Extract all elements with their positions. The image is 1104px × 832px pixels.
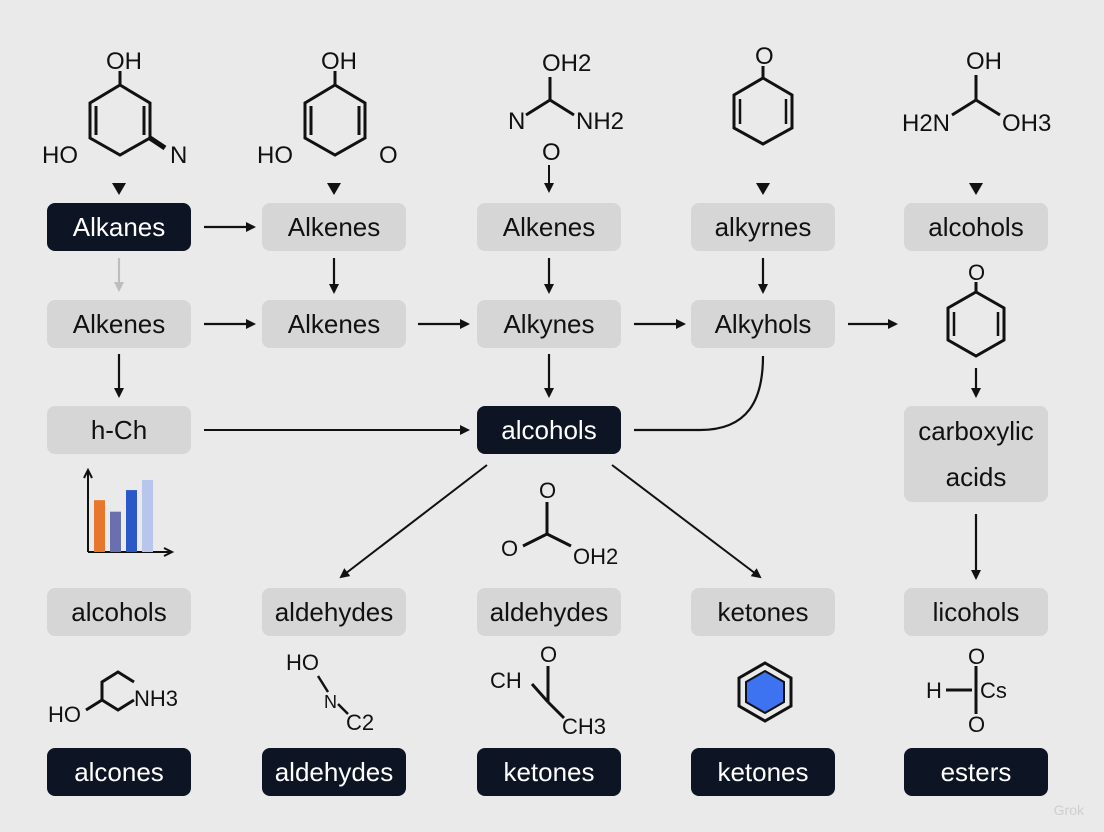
m10-ch-label: CH [490,668,522,693]
node-licohols: licohols [904,588,1048,636]
chart-bar-3 [126,490,137,552]
node-ketones-r5c4: ketones [691,748,835,796]
m10-o-label: O [540,642,557,667]
m4-o-label: O [755,43,774,70]
m12-cs-label: Cs [980,678,1007,703]
node-alkanes: Alkanes [47,203,191,251]
node-alkenes-r2c1: Alkenes [47,300,191,348]
bar-chart-icon [83,468,175,557]
hexagon-icon [737,661,793,723]
m1-oh-label: OH [106,48,142,75]
node-alkyhols: Alkyhols [691,300,835,348]
chart-bar-2 [110,511,121,552]
node-aldehydes-r5c2: aldehydes [262,748,406,796]
molecule-4: O [732,43,794,146]
m5-oh3-label: OH3 [1002,110,1051,137]
m8-nh3-label: NH3 [134,686,178,711]
node-carboxylic-acids: carboxylic acids [904,406,1048,502]
molecule-12: H O Cs O [926,644,1007,737]
node-alcohols-r1c5: alcohols [904,203,1048,251]
molecule-7: O O OH2 [501,478,618,569]
m9-c2-label: C2 [346,710,374,735]
node-alcohols-center: alcohols [477,406,621,454]
arrow-down-m1 [112,183,126,195]
arrow-alkyhols-curve [634,355,765,432]
molecule-5: OH H2N OH3 [902,48,1051,137]
m9-n-label: N [324,692,337,712]
m7-o2-label: O [501,536,518,561]
arrow-alcohols-ketones [611,464,762,579]
molecule-8: HO NH3 [48,670,178,727]
chart-bars [94,480,153,552]
molecule-2: OH HO O [257,48,398,169]
m7-oh2-label: OH2 [573,544,618,569]
m10-ch3-label: CH3 [562,714,606,739]
node-aldehydes-r4c3: aldehydes [477,588,621,636]
molecule-1: OH HO N [42,48,187,169]
m1-n-label: N [170,142,187,169]
m12-h-label: H [926,678,942,703]
m8-ho-label: HO [48,702,81,727]
node-alcones: alcones [47,748,191,796]
node-alkenes-r1c3: Alkenes [477,203,621,251]
node-alkynes: Alkynes [477,300,621,348]
node-esters: esters [904,748,1048,796]
m6-o-label: O [968,260,985,285]
node-alcohols-r4c1: alcohols [47,588,191,636]
m2-oh-label: OH [321,48,357,75]
node-alkenes-r2c2: Alkenes [262,300,406,348]
molecule-9: HO N C2 [286,650,374,735]
node-aldehydes-r4c2: aldehydes [262,588,406,636]
molecule-6: O [946,260,1006,358]
m2-ho-label: HO [257,142,293,169]
node-hch: h-Ch [47,406,191,454]
m12-o-label: O [968,644,985,669]
molecule-10: O CH CH3 [490,642,606,739]
m3-n-label: N [508,108,525,135]
carboxylic-line2: acids [945,462,1007,492]
node-alkenes-r1c2: Alkenes [262,203,406,251]
chart-bar-1 [94,500,105,552]
m5-oh-label: OH [966,48,1002,75]
m5-h2n-label: H2N [902,110,950,137]
m9-ho-label: HO [286,650,319,675]
m7-o-label: O [539,478,556,503]
node-ketones-r5c3: ketones [477,748,621,796]
node-ketones-r4c4: ketones [691,588,835,636]
m3-oh2-label: OH2 [542,50,591,77]
carboxylic-line1: carboxylic [918,416,1034,446]
node-alkyrnes: alkyrnes [691,203,835,251]
arrow-down-m5 [969,183,983,195]
m3-o-label: O [542,139,561,165]
m12-o2-label: O [968,712,985,737]
arrow-down-m4 [756,183,770,195]
arrow-alcohols-aldehydes [339,464,488,579]
chart-bar-4 [142,480,153,552]
molecule-3: OH2 N NH2 O [508,50,624,165]
m1-ho-label: HO [42,142,78,169]
watermark: Grok [1053,802,1084,818]
m3-nh2-label: NH2 [576,108,624,135]
arrow-down-m2 [327,183,341,195]
m2-o-label: O [379,142,398,169]
